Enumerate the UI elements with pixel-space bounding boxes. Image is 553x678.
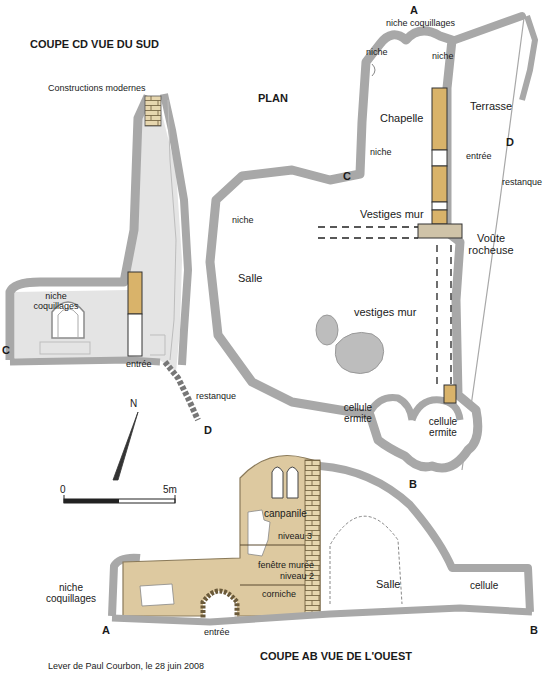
drawing-label: A [410, 4, 418, 16]
drawing-label: niveau 3 [278, 532, 312, 542]
drawing-label: C [2, 344, 10, 356]
drawing-label: niche [366, 48, 388, 58]
drawing-label: niche coquillages [386, 19, 455, 29]
drawing-label: N [130, 398, 137, 409]
section-ab [112, 456, 532, 623]
drawing-label: niche [232, 216, 254, 226]
north-arrow [113, 412, 138, 480]
drawing-label: Salle [238, 272, 262, 284]
drawing-label: entrée [466, 152, 492, 162]
drawing-label: Terrasse [470, 100, 512, 112]
drawing-label: COUPE AB VUE DE L'OUEST [260, 650, 412, 662]
drawing-label: Voûte rocheuse [464, 232, 518, 256]
drawing-label: C [343, 170, 351, 182]
drawing-label: 5m [163, 484, 177, 495]
drawing-label: restanque [196, 392, 236, 402]
drawing-label: niche [370, 148, 392, 158]
survey-caption: Lever de Paul Courbon, le 28 juin 2008 [48, 662, 204, 672]
drawing-label: Salle [376, 578, 400, 590]
drawing-label: corniche [262, 590, 296, 600]
drawing-label: Constructions modernes [48, 84, 146, 94]
drawing-label: cellule ermite [419, 416, 467, 438]
drawing-label: entrée [126, 360, 152, 370]
drawing-label: Chapelle [380, 112, 423, 124]
drawing-label: vestiges mur [354, 306, 416, 318]
drawing-label: B [530, 624, 538, 636]
drawing-label: 0 [60, 484, 66, 495]
drawing-label: B [409, 478, 417, 490]
drawing-label: fenêtre murée [258, 561, 314, 571]
plan [210, 16, 535, 470]
drawing-label: D [506, 136, 514, 148]
drawing-label: cellule ermite [334, 402, 382, 424]
drawing-label: A [102, 624, 110, 636]
drawing-label: canpanile [264, 508, 307, 519]
drawing-label: niche coquillages [26, 292, 86, 312]
drawing-label: PLAN [258, 92, 288, 104]
drawing-label: entrée [204, 628, 230, 638]
drawing-label: Vestiges mur [360, 208, 424, 220]
drawing-label: niche coquillages [40, 582, 102, 604]
scale-bar [64, 495, 175, 503]
drawing-label: COUPE CD VUE DU SUD [30, 38, 159, 50]
drawing-label: cellule [470, 580, 498, 591]
drawing-label: niche [432, 52, 454, 62]
drawing-label: niveau 2 [280, 572, 314, 582]
drawing-label: restanque [502, 178, 542, 188]
drawing-label: D [204, 424, 212, 436]
section-cd [10, 94, 198, 420]
